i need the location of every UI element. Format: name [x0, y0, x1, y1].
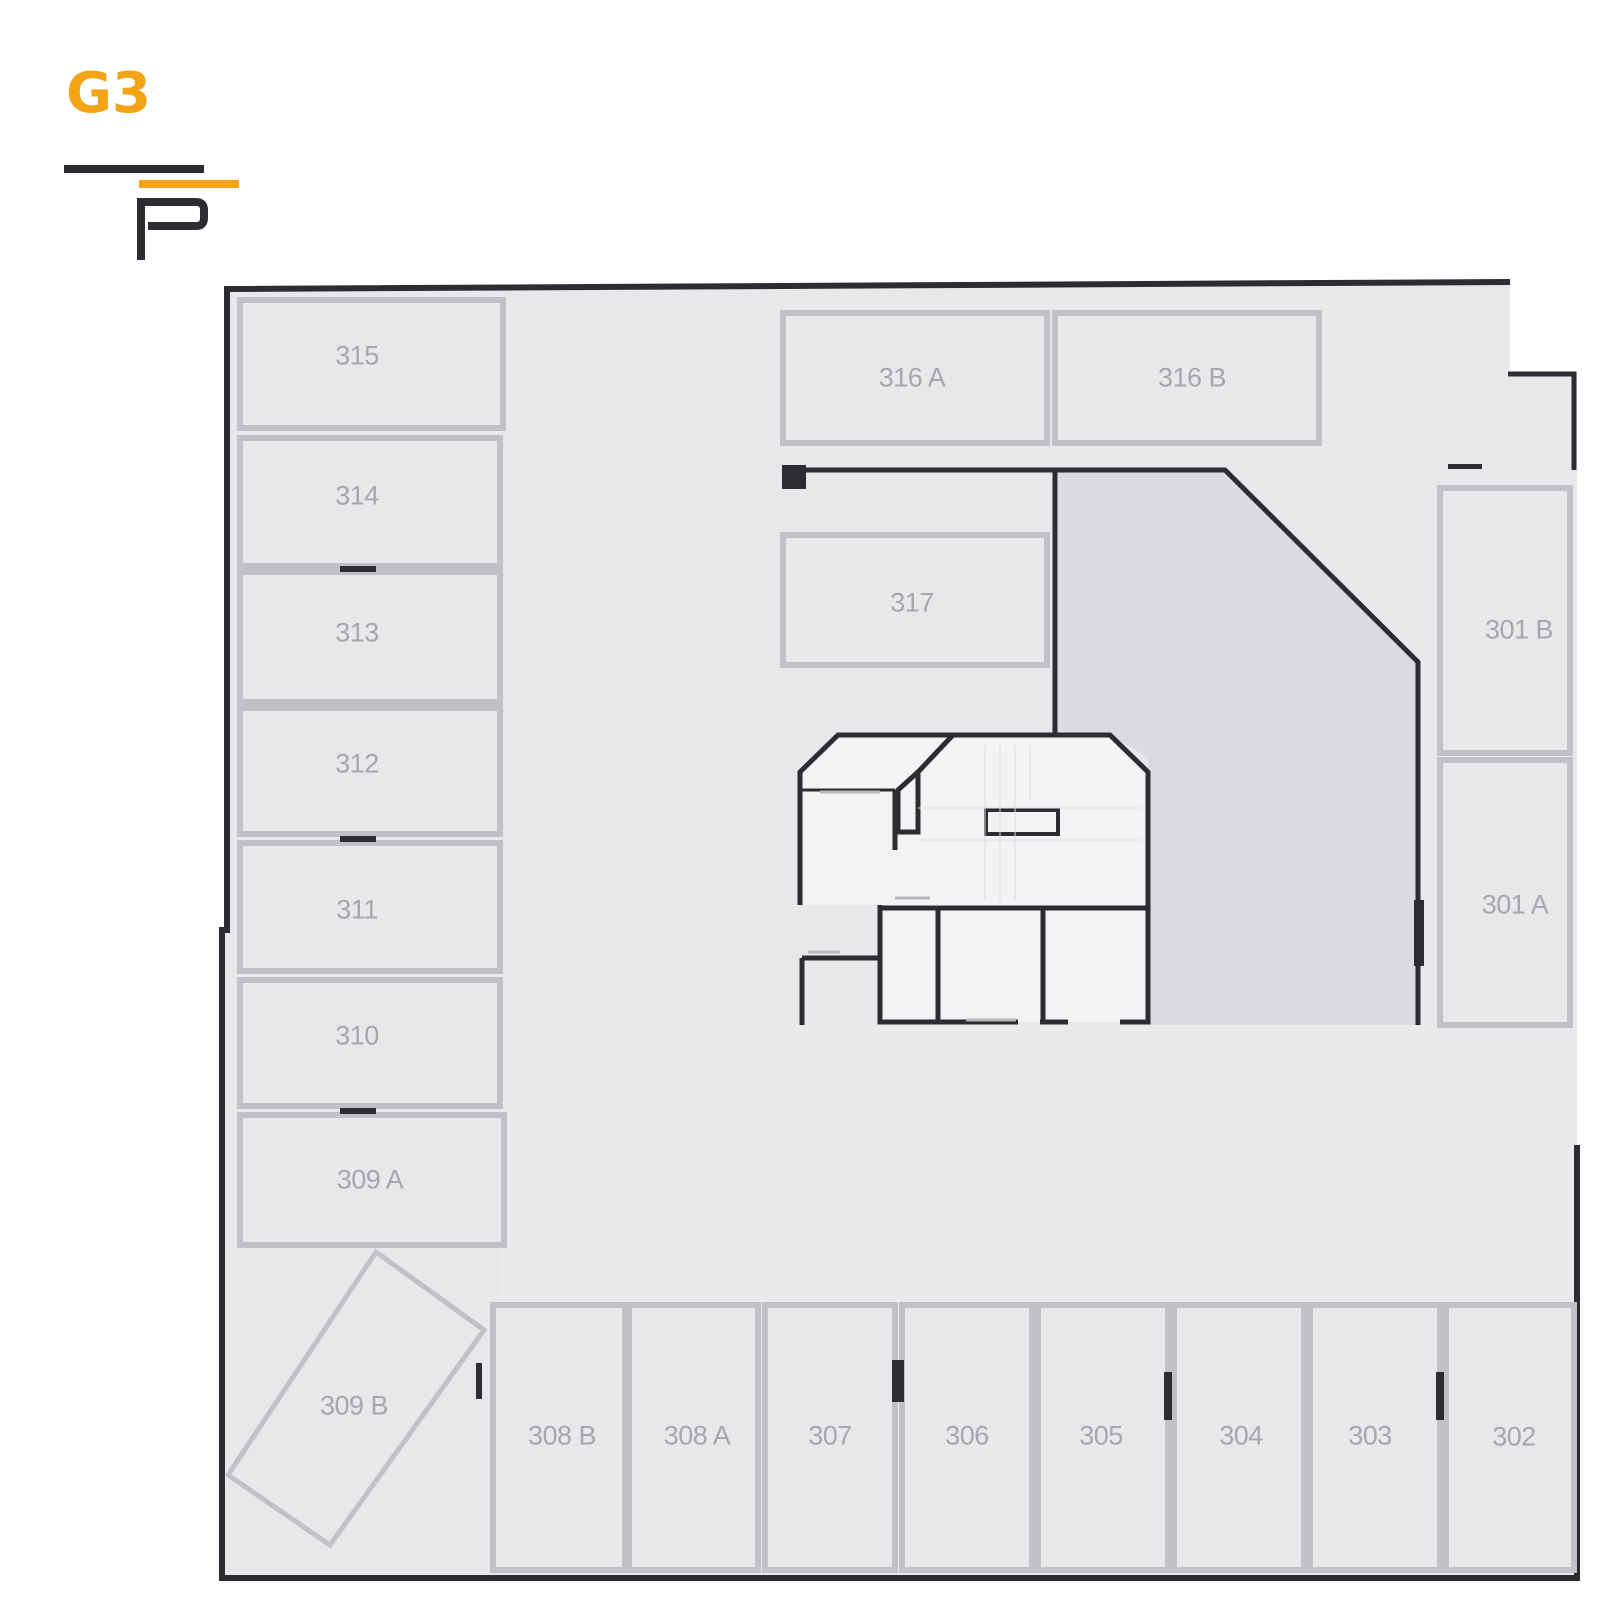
stall-316b[interactable]: [1052, 310, 1322, 446]
stall-301b[interactable]: [1437, 485, 1573, 756]
stall-306[interactable]: [899, 1302, 1035, 1573]
stall-label-317: 317: [890, 587, 934, 618]
stall-309b[interactable]: [224, 1248, 488, 1549]
stall-317[interactable]: [780, 532, 1050, 668]
door-swings: [808, 790, 1016, 1022]
stall-label-311: 311: [336, 894, 378, 925]
stair-treads: [918, 745, 1140, 900]
wall-stub: [476, 1363, 482, 1399]
core-area: [800, 735, 1148, 1022]
stall-label-316b: 316 B: [1157, 362, 1227, 393]
stall-dividers-south: [892, 1360, 1444, 1420]
stall-label-306: 306: [945, 1420, 989, 1451]
stall-309a[interactable]: [237, 1112, 507, 1248]
stall-label-314: 314: [335, 480, 379, 511]
stall-label-308a: 308 A: [663, 1420, 731, 1451]
stall-label-310: 310: [335, 1020, 379, 1051]
stall-312[interactable]: [237, 705, 503, 837]
stall-label-316a: 316 A: [878, 362, 946, 393]
stall-label-301a: 301 A: [1481, 889, 1549, 920]
stall-column-west: [237, 297, 507, 1248]
stall-label-307: 307: [808, 1420, 852, 1451]
stall-label-301b: 301 B: [1484, 614, 1554, 645]
stall-label-315: 315: [335, 340, 379, 371]
stall-label-303: 303: [1348, 1420, 1392, 1451]
stall-303[interactable]: [1307, 1302, 1443, 1573]
wall-stub: [1414, 900, 1424, 966]
stall-305[interactable]: [1035, 1302, 1171, 1573]
column: [782, 465, 806, 489]
outer-wall: [219, 279, 1580, 1581]
brand-logo-icon: [64, 165, 239, 260]
stall-308a[interactable]: [626, 1302, 761, 1573]
stall-label-312: 312: [335, 748, 379, 779]
floor-level-label: G3: [66, 61, 151, 126]
stall-label-309a: 309 A: [336, 1164, 404, 1195]
stall-304[interactable]: [1171, 1302, 1307, 1573]
driveway: [500, 1025, 1575, 1305]
stall-302[interactable]: [1443, 1302, 1577, 1573]
elevator-shaft: [984, 808, 1060, 836]
wall-marker: [1448, 464, 1482, 469]
stall-310[interactable]: [237, 977, 503, 1109]
stall-dividers-west: [340, 566, 376, 1114]
stall-316a[interactable]: [780, 310, 1050, 446]
stall-315[interactable]: [237, 297, 506, 431]
stall-301a[interactable]: [1437, 757, 1573, 1028]
stall-label-305: 305: [1079, 1420, 1123, 1451]
stall-label-313: 313: [335, 617, 379, 648]
stall-label-302: 302: [1492, 1421, 1536, 1452]
stall-label-308b: 308 B: [527, 1420, 597, 1451]
stall-label-304: 304: [1219, 1420, 1263, 1451]
ramp-wall: [784, 467, 1421, 1025]
stall-308b[interactable]: [490, 1302, 628, 1573]
stall-label-309b: 309 B: [319, 1390, 389, 1421]
outer-wall-east: [1508, 371, 1577, 470]
stall-307[interactable]: [762, 1302, 898, 1573]
stall-311[interactable]: [237, 840, 503, 974]
